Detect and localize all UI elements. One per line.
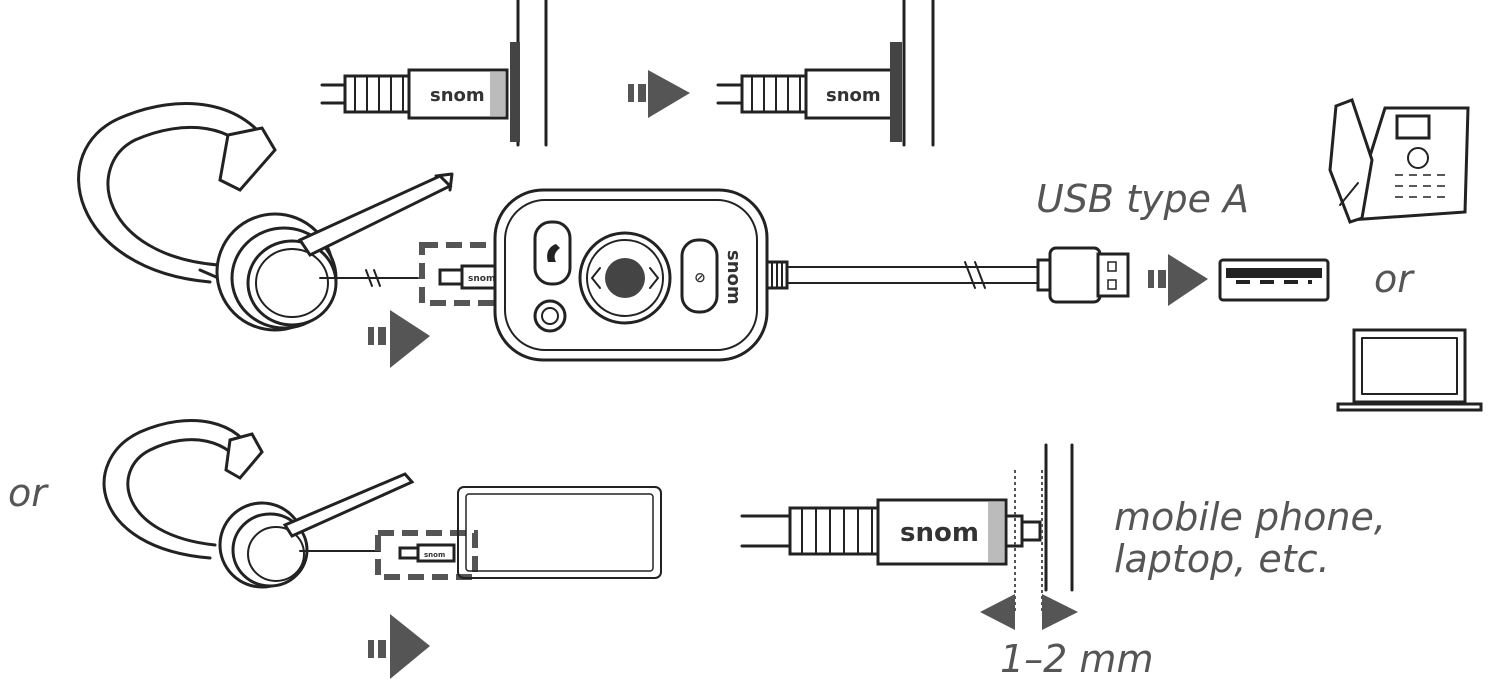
- brand-label: snom: [826, 85, 881, 106]
- or-label-left: or: [8, 471, 49, 515]
- mute-button: [680, 238, 719, 314]
- brand-label: snom: [430, 85, 485, 106]
- or-label-right: or: [1374, 257, 1415, 301]
- mobile-label-line2: laptop, etc.: [1114, 537, 1330, 581]
- gap-label: 1–2 mm: [1000, 637, 1153, 679]
- headset-icon: [77, 102, 454, 332]
- small-round-button: [533, 299, 567, 333]
- arrow-icon: [368, 310, 430, 368]
- jack-connector-icon: snom: [438, 258, 501, 296]
- arrow-icon: [368, 614, 430, 679]
- usb-plug-icon: [1036, 246, 1130, 304]
- brand-label: snom: [900, 518, 979, 548]
- desk-phone-icon: [1328, 98, 1470, 224]
- control-unit-icon: ⊘ snom: [493, 188, 789, 362]
- headset-icon: [102, 419, 415, 589]
- gap-measure-arrows: [980, 594, 1078, 630]
- arrow-icon: [628, 70, 690, 118]
- connector-after-insert-icon: snom: [716, 0, 935, 147]
- brand-label: snom: [468, 274, 495, 284]
- usb-type-label: USB type A: [1036, 177, 1249, 221]
- jack-connector-icon: snom: [398, 543, 456, 563]
- laptop-icon: [1336, 328, 1483, 412]
- usb-cable: [786, 266, 1041, 284]
- brand-label: snom: [424, 551, 445, 559]
- usb-port-icon: [1218, 258, 1330, 302]
- jack-connector-detail-icon: snom: [740, 443, 1074, 612]
- phone-handset-icon: [547, 244, 560, 262]
- brand-label: snom: [723, 250, 744, 305]
- mobile-label-line1: mobile phone,: [1114, 495, 1386, 539]
- mobile-device-icon: [457, 486, 662, 579]
- svg-text:⊘: ⊘: [694, 270, 706, 286]
- connector-before-insert-icon: snom: [320, 0, 548, 147]
- arrow-icon: [1148, 254, 1208, 306]
- jack-highlight-box: [375, 530, 478, 580]
